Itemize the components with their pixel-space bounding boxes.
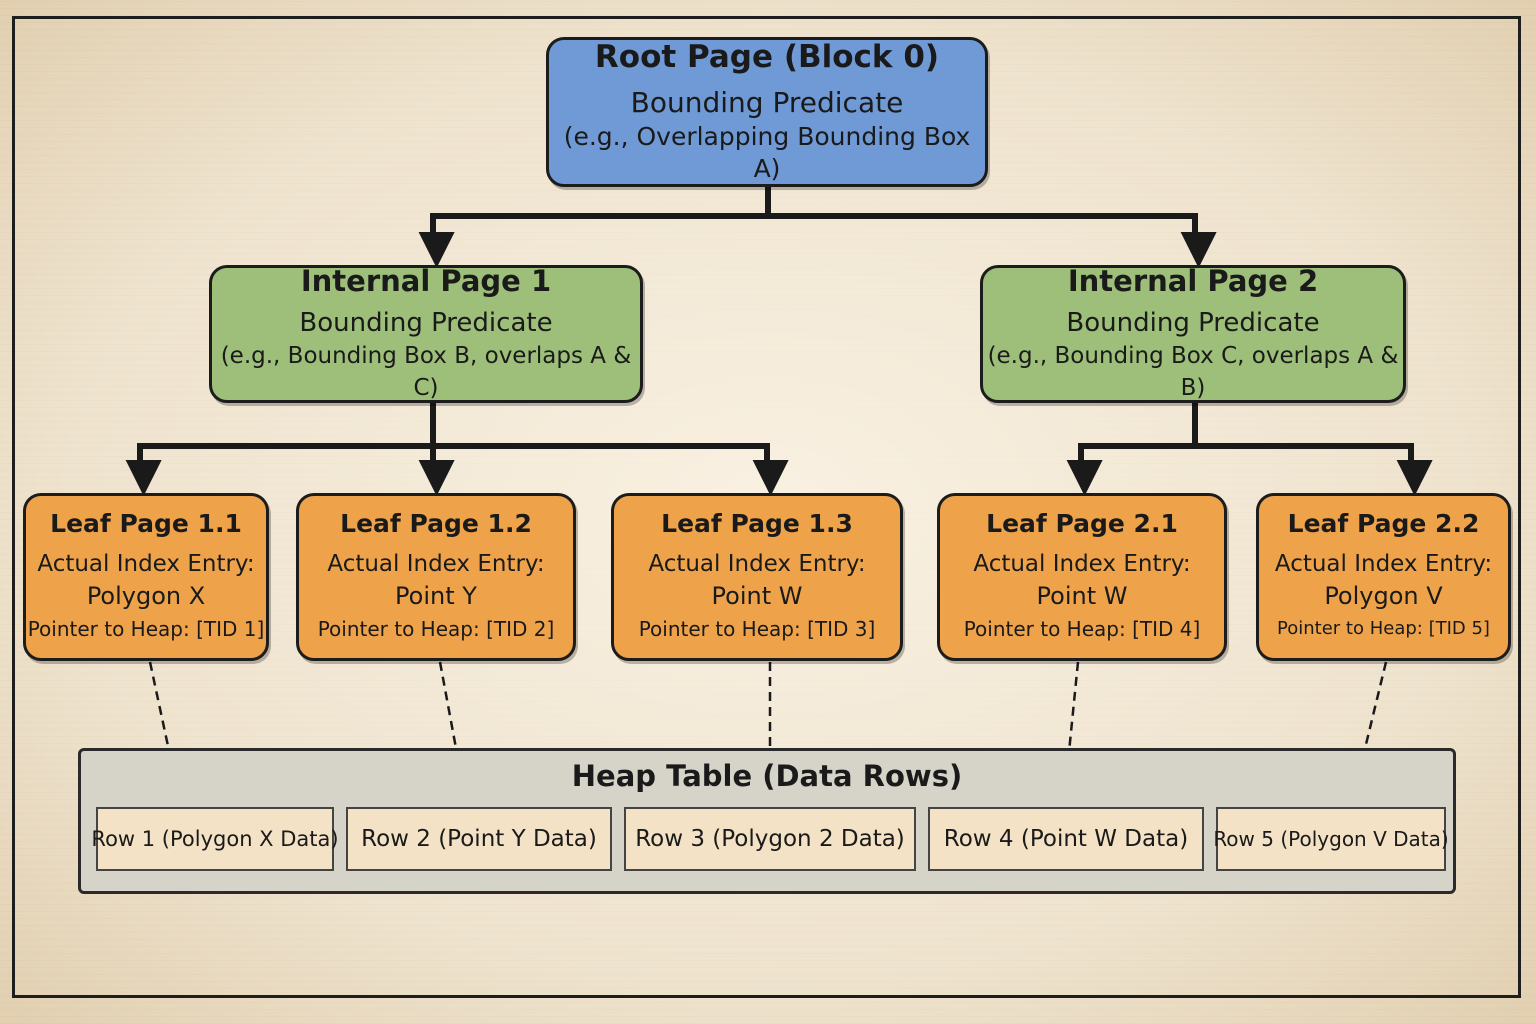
heap-row-3: Row 3 (Polygon 2 Data) bbox=[624, 807, 916, 871]
internal-page-1-predicate: Bounding Predicate bbox=[299, 308, 553, 338]
root-page-node: Root Page (Block 0) Bounding Predicate (… bbox=[546, 37, 988, 187]
leaf-heap-pointer: Pointer to Heap: [TID 5] bbox=[1277, 617, 1490, 639]
leaf-page-1-3-node: Leaf Page 1.3 Actual Index Entry: Point … bbox=[611, 493, 903, 661]
root-page-predicate: Bounding Predicate bbox=[630, 86, 904, 119]
leaf-page-2-2-node: Leaf Page 2.2 Actual Index Entry: Polygo… bbox=[1256, 493, 1511, 661]
leaf-entry-value: Point W bbox=[1036, 581, 1128, 610]
leaf-page-1-1-node: Leaf Page 1.1 Actual Index Entry: Polygo… bbox=[23, 493, 269, 661]
leaf-page-title: Leaf Page 1.2 bbox=[340, 508, 532, 538]
leaf-page-title: Leaf Page 1.1 bbox=[50, 508, 242, 538]
internal-page-2-node: Internal Page 2 Bounding Predicate (e.g.… bbox=[980, 264, 1406, 403]
leaf-entry-label: Actual Index Entry: bbox=[648, 550, 866, 577]
leaf-page-title: Leaf Page 2.1 bbox=[986, 508, 1178, 538]
leaf-page-title: Leaf Page 2.2 bbox=[1287, 508, 1480, 538]
leaf-page-1-2-node: Leaf Page 1.2 Actual Index Entry: Point … bbox=[296, 493, 576, 661]
heap-table-title: Heap Table (Data Rows) bbox=[571, 759, 963, 793]
internal-page-2-predicate: Bounding Predicate bbox=[1066, 308, 1320, 338]
leaf-page-2-1-node: Leaf Page 2.1 Actual Index Entry: Point … bbox=[937, 493, 1227, 661]
leaf-page-title: Leaf Page 1.3 bbox=[661, 508, 853, 538]
heap-row-5: Row 5 (Polygon V Data) bbox=[1213, 807, 1449, 871]
diagram-frame bbox=[12, 16, 1521, 998]
leaf-entry-label: Actual Index Entry: bbox=[1274, 550, 1493, 577]
heap-row-1: Row 1 (Polygon X Data) bbox=[91, 807, 339, 871]
heap-row-2: Row 2 (Point Y Data) bbox=[346, 807, 612, 871]
internal-page-2-example: (e.g., Bounding Box C, overlaps A & B) bbox=[987, 343, 1399, 401]
leaf-heap-pointer: Pointer to Heap: [TID 1] bbox=[27, 616, 265, 641]
leaf-entry-label: Actual Index Entry: bbox=[37, 550, 255, 577]
pointer-arrow-tid-4 bbox=[1056, 661, 1080, 809]
heap-row-4: Row 4 (Point W Data) bbox=[928, 807, 1204, 871]
root-page-example: (e.g., Overlapping Bounding Box A) bbox=[563, 122, 971, 183]
leaf-heap-pointer: Pointer to Heap: [TID 2] bbox=[317, 616, 555, 641]
leaf-entry-label: Actual Index Entry: bbox=[973, 550, 1191, 577]
internal-page-1-node: Internal Page 1 Bounding Predicate (e.g.… bbox=[209, 264, 643, 403]
root-page-title: Root Page (Block 0) bbox=[594, 39, 940, 75]
leaf-entry-value: Point Y bbox=[395, 581, 477, 610]
pointer-arrow-tid-2 bbox=[438, 661, 473, 809]
internal-page-2-title: Internal Page 2 bbox=[1067, 264, 1319, 298]
leaf-entry-value: Point W bbox=[711, 581, 803, 610]
leaf-entry-label: Actual Index Entry: bbox=[327, 550, 545, 577]
internal-page-1-title: Internal Page 1 bbox=[300, 264, 552, 298]
internal-page-1-example: (e.g., Bounding Box B, overlaps A & C) bbox=[220, 343, 632, 401]
heap-table: Heap Table (Data Rows) Row 1 (Polygon X … bbox=[78, 748, 1456, 894]
pointer-arrow-tid-1 bbox=[148, 661, 187, 809]
leaf-entry-value: Polygon V bbox=[1324, 581, 1443, 610]
leaf-heap-pointer: Pointer to Heap: [TID 3] bbox=[638, 616, 876, 641]
leaf-entry-value: Polygon X bbox=[86, 581, 206, 610]
leaf-heap-pointer: Pointer to Heap: [TID 4] bbox=[963, 616, 1201, 641]
